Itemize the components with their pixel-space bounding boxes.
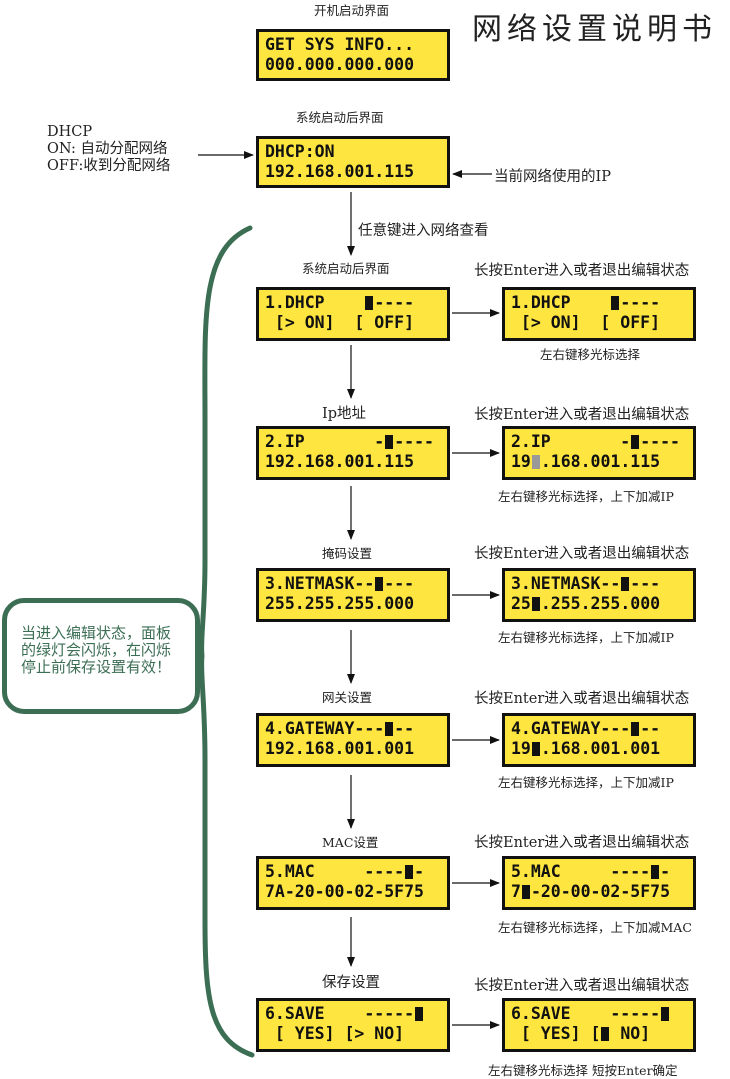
cursor-block-icon xyxy=(375,577,384,591)
mac-lcd: 5.MAC ----- 7A-20-00-02-5F75 xyxy=(256,856,450,910)
save-lcd: 6.SAVE ----- [ YES] [> NO] xyxy=(256,998,450,1052)
status-lcd: DHCP:ON 192.168.001.115 xyxy=(256,136,450,188)
cursor-block-icon xyxy=(651,865,660,879)
step6-hint: 左右键移光标选择 短按Enter确定 xyxy=(488,1063,678,1078)
save-edit-lcd-line2: [ YES] [ NO] xyxy=(511,1024,651,1043)
step2-edit-caption: 长按Enter进入或者退出编辑状态 xyxy=(474,407,690,423)
step1-caption: 系统启动后界面 xyxy=(302,261,390,276)
step5-caption: MAC设置 xyxy=(322,835,379,850)
edit-mode-note: 当进入编辑状态，面板的绿灯会闪烁，在闪烁停止前保存设置有效！ xyxy=(2,598,200,714)
step5-edit-caption: 长按Enter进入或者退出编辑状态 xyxy=(474,835,690,851)
step3-edit-caption: 长按Enter进入或者退出编辑状态 xyxy=(474,546,690,562)
boot-caption: 开机启动界面 xyxy=(314,3,390,18)
status-lcd-line2: 192.168.001.115 xyxy=(265,162,415,181)
cursor-block-icon xyxy=(365,296,374,310)
step6-caption: 保存设置 xyxy=(322,975,380,991)
netmask-edit-lcd: 3.NETMASK----- 25.255.255.000 xyxy=(502,568,696,622)
after-boot-caption: 系统启动后界面 xyxy=(296,110,384,125)
edit-cursor-icon xyxy=(531,742,540,756)
mac-lcd-line1: 5.MAC ----- xyxy=(265,862,425,881)
mac-lcd-line2: 7A-20-00-02-5F75 xyxy=(265,882,424,901)
current-ip-note: 当前网络使用的IP xyxy=(494,169,611,185)
mac-edit-lcd-line2: 7-20-00-02-5F75 xyxy=(511,882,671,901)
boot-lcd-line2: 000.000.000.000 xyxy=(265,55,415,74)
edit-cursor-icon xyxy=(531,597,540,611)
edit-cursor-icon xyxy=(521,885,530,899)
step2-caption: Ip地址 xyxy=(322,406,367,422)
netmask-edit-lcd-line2: 25.255.255.000 xyxy=(511,594,661,613)
boot-lcd-line1: GET SYS INFO... xyxy=(265,35,415,54)
step1-edit-caption: 长按Enter进入或者退出编辑状态 xyxy=(474,263,690,279)
cursor-block-icon xyxy=(405,865,414,879)
cursor-block-icon xyxy=(385,435,394,449)
netmask-lcd-line1: 3.NETMASK----- xyxy=(265,574,415,593)
gateway-edit-lcd-line2: 19.168.001.001 xyxy=(511,739,661,758)
mac-edit-lcd: 5.MAC ----- 7-20-00-02-5F75 xyxy=(502,856,696,910)
step6-edit-caption: 长按Enter进入或者退出编辑状态 xyxy=(474,978,690,994)
dhcp-lcd-line2: [> ON] [ OFF] xyxy=(265,313,415,332)
ip-edit-lcd-line2: 19.168.001.115 xyxy=(511,452,661,471)
dhcp-note-off: OFF:收到分配网络 xyxy=(47,158,171,174)
step3-caption: 掩码设置 xyxy=(322,546,373,561)
cursor-block-icon xyxy=(661,1007,670,1021)
cursor-block-icon xyxy=(631,435,640,449)
dhcp-note-on: ON: 自动分配网络 xyxy=(47,141,168,157)
document-title: 网络设置说明书 xyxy=(472,12,717,47)
step3-hint: 左右键移光标选择，上下加减IP xyxy=(498,630,674,645)
step4-caption: 网关设置 xyxy=(322,690,373,705)
ip-lcd: 2.IP ----- 192.168.001.115 xyxy=(256,426,450,480)
save-lcd-line2: [ YES] [> NO] xyxy=(265,1024,405,1043)
any-key-note: 任意键进入网络查看 xyxy=(358,223,489,239)
step2-hint: 左右键移光标选择，上下加减IP xyxy=(498,489,674,504)
ip-lcd-line1: 2.IP ----- xyxy=(265,432,434,451)
boot-lcd: GET SYS INFO... 000.000.000.000 xyxy=(256,29,450,81)
cursor-block-icon xyxy=(385,722,394,736)
save-edit-lcd: 6.SAVE ----- [ YES] [ NO] xyxy=(502,998,696,1052)
netmask-lcd-line2: 255.255.255.000 xyxy=(265,594,415,613)
ip-lcd-line2: 192.168.001.115 xyxy=(265,452,415,471)
gateway-edit-lcd-line1: 4.GATEWAY----- xyxy=(511,719,661,738)
dhcp-lcd-line1: 1.DHCP ---- xyxy=(265,293,415,312)
cursor-block-icon xyxy=(631,722,640,736)
gateway-edit-lcd: 4.GATEWAY----- 19.168.001.001 xyxy=(502,713,696,767)
step4-hint: 左右键移光标选择，上下加减IP xyxy=(498,775,674,790)
step5-hint: 左右键移光标选择，上下加减MAC xyxy=(498,920,692,935)
status-lcd-line1: DHCP:ON xyxy=(265,142,335,161)
dhcp-edit-lcd-line2: [> ON] [ OFF] xyxy=(511,313,661,332)
edit-cursor-icon xyxy=(601,1027,610,1041)
green-brace xyxy=(199,225,255,1058)
edit-cursor-icon xyxy=(531,455,540,469)
netmask-edit-lcd-line1: 3.NETMASK----- xyxy=(511,574,661,593)
ip-edit-lcd-line1: 2.IP ----- xyxy=(511,432,680,451)
dhcp-edit-lcd-line1: 1.DHCP ---- xyxy=(511,293,661,312)
cursor-block-icon xyxy=(415,1007,424,1021)
cursor-block-icon xyxy=(621,577,630,591)
cursor-block-icon xyxy=(611,296,620,310)
dhcp-edit-lcd: 1.DHCP ---- [> ON] [ OFF] xyxy=(502,287,696,341)
gateway-lcd-line1: 4.GATEWAY----- xyxy=(265,719,415,738)
dhcp-lcd: 1.DHCP ---- [> ON] [ OFF] xyxy=(256,287,450,341)
save-lcd-line1: 6.SAVE ----- xyxy=(265,1004,441,1024)
netmask-lcd: 3.NETMASK----- 255.255.255.000 xyxy=(256,568,450,622)
save-edit-lcd-line1: 6.SAVE ----- xyxy=(511,1004,687,1024)
gateway-lcd: 4.GATEWAY----- 192.168.001.001 xyxy=(256,713,450,767)
step4-edit-caption: 长按Enter进入或者退出编辑状态 xyxy=(474,691,690,707)
step1-hint: 左右键移光标选择 xyxy=(540,347,641,362)
ip-edit-lcd: 2.IP ----- 19.168.001.115 xyxy=(502,426,696,480)
gateway-lcd-line2: 192.168.001.001 xyxy=(265,739,415,758)
mac-edit-lcd-line1: 5.MAC ----- xyxy=(511,862,671,881)
dhcp-note-title: DHCP xyxy=(47,124,93,140)
